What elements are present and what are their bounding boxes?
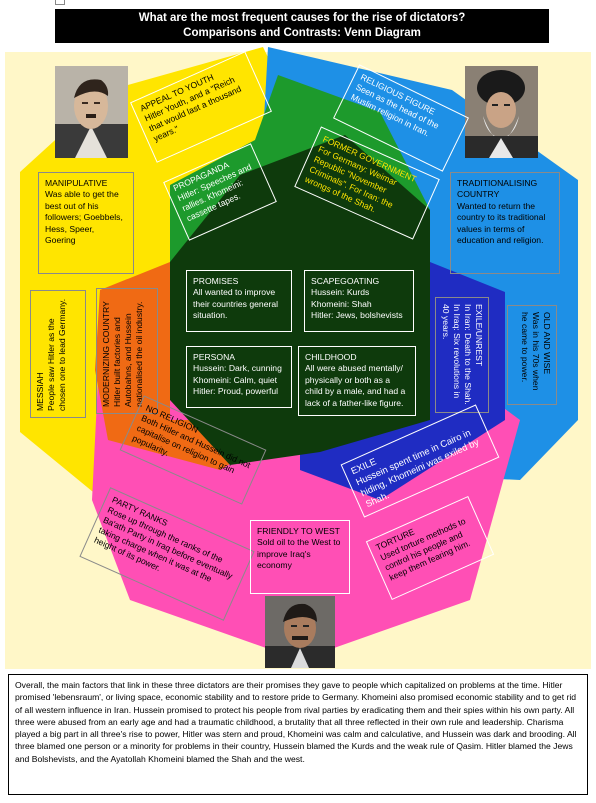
page-title: What are the most frequent causes for th…	[55, 9, 549, 43]
hussein-portrait-art	[265, 596, 335, 668]
manipulative-heading: MANIPULATIVE	[45, 178, 108, 188]
scapegoating-line-3: Hitler: Jews, bolshevists	[311, 310, 403, 321]
childhood-box: CHILDHOOD All were abused mentally/ phys…	[298, 346, 416, 416]
persona-line-3: Hitler: Proud, powerful	[193, 386, 279, 397]
modernizing-box: MODERNIZING COUNTRY Hitler built factori…	[96, 288, 158, 414]
hussein-portrait	[265, 596, 335, 668]
hitler-portrait	[55, 66, 128, 158]
old-and-wise-text: Was in his 70s when he came to power.	[520, 312, 541, 391]
hitler-hussein-overlap	[95, 262, 300, 470]
messiah-box: MESSIAH People saw Hitler as the chosen …	[30, 290, 86, 418]
summary-paragraph: Overall, the main factors that link in t…	[8, 674, 588, 795]
exile-unrest-heading: EXILE/UNREST	[474, 304, 484, 367]
friendly-to-west-box: FRIENDLY TO WEST Sold oil to the West to…	[250, 520, 350, 594]
hitler-portrait-art	[55, 66, 128, 158]
old-and-wise-heading: OLD AND WISE	[542, 312, 552, 375]
messiah-text: People saw Hitler as the chosen one to l…	[46, 298, 67, 411]
persona-line-2: Khomeini: Calm, quiet	[193, 374, 278, 385]
khomeini-portrait	[465, 66, 538, 158]
modernizing-heading: MODERNIZING COUNTRY	[101, 301, 111, 407]
title-line-1: What are the most frequent causes for th…	[138, 12, 466, 24]
childhood-heading: CHILDHOOD	[305, 352, 357, 362]
messiah-heading: MESSIAH	[35, 372, 45, 411]
traditionalising-heading: TRADITIONALISING COUNTRY	[457, 178, 538, 200]
khomeini-portrait-art	[465, 66, 538, 158]
title-line-2: Comparisons and Contrasts: Venn Diagram	[183, 27, 421, 39]
old-and-wise-box: OLD AND WISE Was in his 70s when he came…	[507, 305, 557, 405]
traditionalising-box: TRADITIONALISING COUNTRY Wanted to retur…	[450, 172, 560, 274]
traditionalising-text: Wanted to return the country to its trad…	[457, 200, 546, 246]
exile-unrest-box: EXILE/UNREST In Iran: Death to the Shah.…	[435, 297, 489, 413]
promises-box: PROMISES All wanted to improve their cou…	[186, 270, 292, 332]
manipulative-text: Was able to get the best out of his foll…	[45, 189, 123, 246]
center-overlap	[170, 135, 430, 465]
persona-line-1: Hussein: Dark, cunning	[193, 363, 282, 374]
page-corner-mark	[55, 0, 65, 5]
childhood-text: All were abused mentally/ physically or …	[305, 363, 406, 408]
exile-unrest-text: In Iran: Death to the Shah. In Iraq: Six…	[441, 304, 473, 405]
scapegoating-line-1: Hussein: Kurds	[311, 287, 370, 298]
manipulative-box: MANIPULATIVE Was able to get the best ou…	[38, 172, 134, 274]
modernizing-text: Hitler built factories and Autobahns, an…	[112, 301, 144, 407]
scapegoating-heading: SCAPEGOATING	[311, 276, 380, 286]
scapegoating-line-2: Khomeini: Shah	[311, 298, 372, 309]
friendly-to-west-text: Sold oil to the West to improve Iraq's e…	[257, 537, 341, 571]
scapegoating-box: SCAPEGOATING Hussein: Kurds Khomeini: Sh…	[304, 270, 414, 332]
persona-heading: PERSONA	[193, 352, 236, 362]
persona-box: PERSONA Hussein: Dark, cunning Khomeini:…	[186, 346, 292, 408]
promises-text: All wanted to improve their countries ge…	[193, 287, 279, 321]
friendly-to-west-heading: FRIENDLY TO WEST	[257, 526, 340, 536]
promises-heading: PROMISES	[193, 276, 239, 286]
